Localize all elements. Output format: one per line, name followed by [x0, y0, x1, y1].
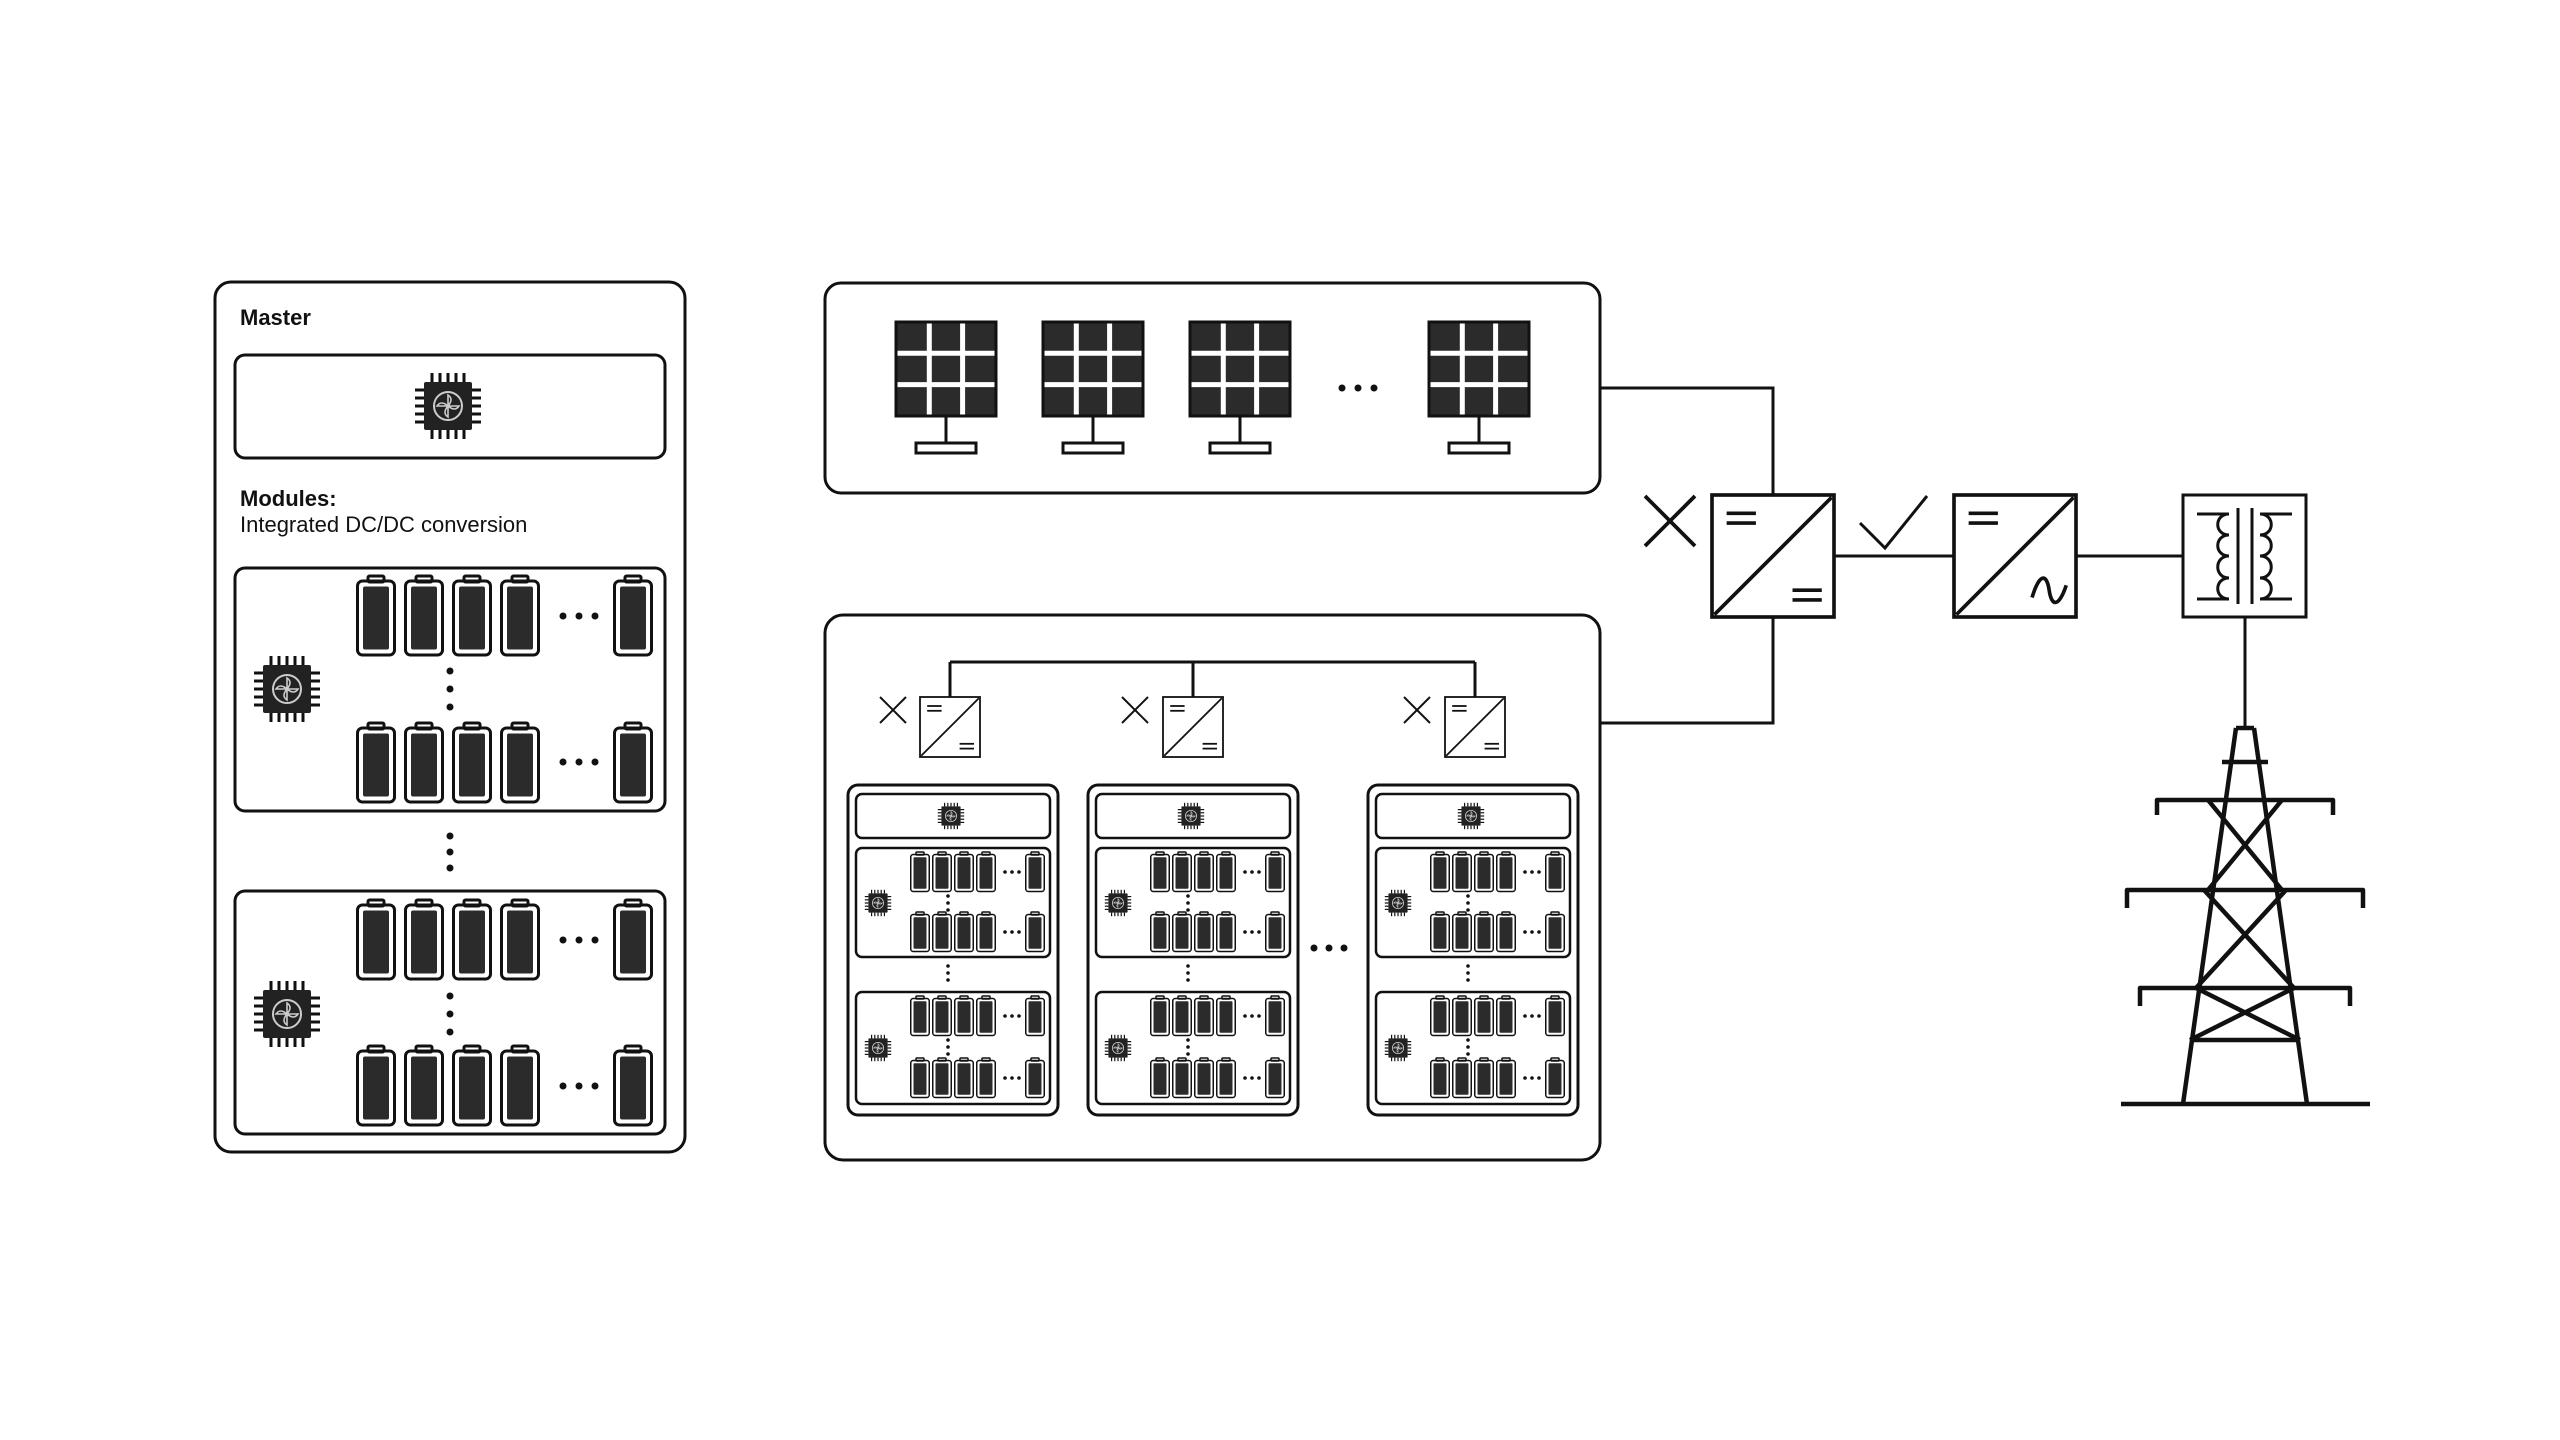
ellipsis-icon [559, 1082, 599, 1090]
dc-dc-converter-icon [1162, 696, 1224, 758]
ellipsis-icon [559, 612, 599, 620]
ellipsis-icon [559, 936, 599, 944]
dc-ac-inverter-icon [1952, 493, 2078, 619]
dc-dc-converter-icon [1444, 696, 1506, 758]
rack-module-frame [854, 846, 1052, 959]
master-panel: Master Modules: Integrated DC/DC convers… [213, 280, 687, 1154]
vertical-ellipsis-icon [946, 894, 950, 912]
rack-module-frame [854, 990, 1052, 1106]
master-title: Master [240, 305, 311, 330]
ellipsis-icon [1003, 1076, 1021, 1080]
dc-dc-converter-icon [919, 696, 981, 758]
battery-rack [846, 783, 1060, 1117]
master-chip-icon [413, 371, 483, 441]
chip-icon [937, 802, 965, 830]
chip-icon [864, 1034, 892, 1062]
ellipsis-icon [1003, 1014, 1021, 1018]
closed-switch-check-icon [1858, 495, 1929, 551]
modules-title: Modules: [240, 486, 337, 511]
modules-subtitle: Integrated DC/DC conversion [240, 512, 527, 537]
vertical-ellipsis-icon [446, 992, 454, 1036]
ellipsis-icon [559, 758, 599, 766]
battery-module [233, 889, 667, 1136]
ellipsis-icon [1003, 870, 1021, 874]
solar-array-group [823, 281, 1602, 495]
ellipsis-icon [1338, 384, 1378, 392]
vertical-ellipsis-icon [946, 964, 950, 982]
module-chip-icon [252, 654, 322, 724]
chip-icon [864, 889, 892, 917]
vertical-ellipsis-icon [946, 1038, 950, 1056]
ellipsis-icon [1003, 930, 1021, 934]
vertical-ellipsis-icon [446, 832, 454, 872]
grid-connection-wires [1600, 386, 2247, 728]
central-dc-dc-converter-icon [1710, 493, 1836, 619]
ellipsis-icon [1310, 944, 1348, 952]
open-switch-x-icon [1643, 494, 1697, 548]
storage-system-group [823, 613, 1602, 1162]
battery-module [233, 566, 667, 813]
battery-rack [1088, 785, 1298, 1115]
module-chip-icon [252, 979, 322, 1049]
battery-rack [1368, 785, 1578, 1115]
dc-bus-line [948, 660, 1477, 700]
transmission-tower-icon [2121, 725, 2370, 1107]
transformer-icon [2181, 493, 2308, 619]
vertical-ellipsis-icon [446, 667, 454, 711]
